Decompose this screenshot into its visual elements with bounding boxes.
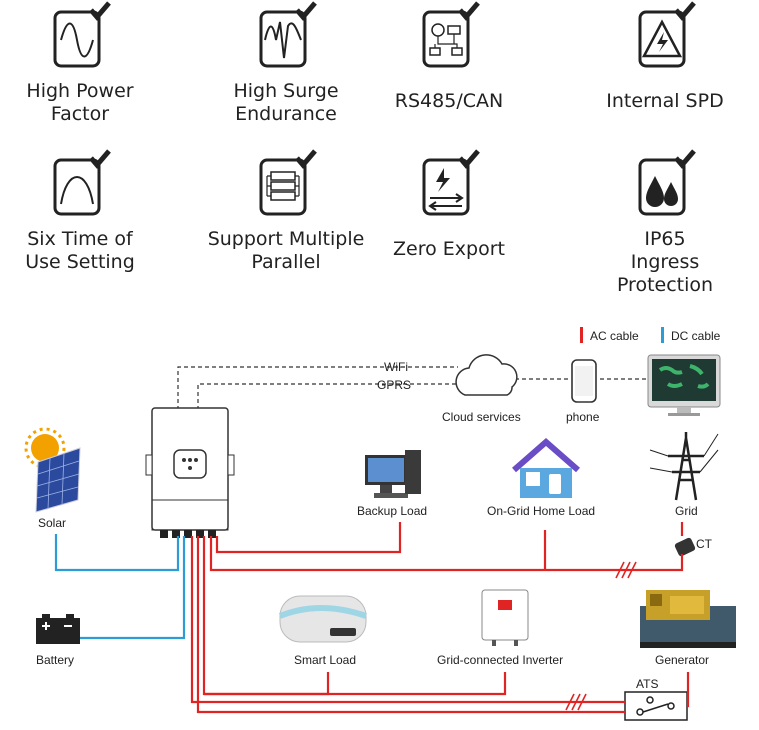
- feature-label: Internal SPD: [606, 90, 724, 112]
- backup-load-label: Backup Load: [357, 504, 427, 518]
- feature-label: High Surge: [233, 80, 339, 102]
- generator-label: Generator: [655, 653, 709, 667]
- backup-load-ac-cable: [215, 522, 402, 554]
- solar-label: Solar: [38, 516, 66, 530]
- dc-cable-swatch: [661, 327, 664, 343]
- grid-inverter-label: Grid-connected Inverter: [437, 653, 563, 667]
- feature-label: Zero Export: [393, 238, 505, 260]
- feature-label: Parallel: [251, 251, 321, 273]
- comm-lines: [177, 366, 650, 410]
- surge-wave-icon: [259, 1, 317, 68]
- curve-icon: [53, 149, 111, 216]
- backup-load-icon: [365, 450, 421, 498]
- ats-ac-cable: [196, 536, 625, 714]
- ct-label: CT: [696, 537, 713, 551]
- ct-sensor-icon: [674, 537, 696, 557]
- feature-label: RS485/CAN: [394, 90, 504, 112]
- ats-label: ATS: [636, 677, 658, 691]
- feature-internal-spd: Internal SPD: [585, 0, 745, 113]
- solar-panel-icon: [24, 427, 81, 513]
- battery-dc-cable: [80, 536, 186, 640]
- phone-icon: [571, 359, 597, 403]
- hybrid-inverter: [145, 407, 235, 538]
- grid-label: Grid: [675, 504, 698, 518]
- grid-inverter-icon: [481, 589, 529, 646]
- ac-cable-swatch: [580, 327, 583, 343]
- feature-label: High Power: [26, 80, 134, 102]
- wifi-label: WiFi: [384, 360, 408, 374]
- feature-high-surge: High Surge Endurance: [206, 0, 366, 126]
- feature-label: IP65: [644, 228, 686, 250]
- water-drops-icon: [638, 149, 696, 216]
- grid-inverter-ac-cable: [204, 672, 507, 696]
- cable-break-marks: [565, 561, 637, 711]
- lightning-triangle-icon: [638, 1, 696, 68]
- phone-label: phone: [566, 410, 600, 424]
- feature-six-time-of-use: Six Time of Use Setting: [0, 148, 160, 274]
- wifi-line: [177, 366, 458, 410]
- grid-tower-icon: [649, 432, 719, 501]
- feature-rs485-can: RS485/CAN: [369, 0, 529, 113]
- feature-label: Ingress Protection: [616, 251, 714, 296]
- parallel-stack-icon: [259, 149, 317, 216]
- monitor-icon: [647, 354, 721, 416]
- feature-zero-export: Zero Export: [369, 148, 529, 261]
- gprs-label: GPRS: [377, 378, 411, 392]
- feature-ip65: IP65 Ingress Protection: [585, 148, 745, 297]
- dc-cables: [54, 534, 186, 640]
- cloud-label: Cloud services: [442, 410, 521, 424]
- legend-ac-label: AC cable: [590, 329, 639, 343]
- legend-dc-label: DC cable: [671, 329, 721, 343]
- feature-label: Use Setting: [25, 251, 135, 273]
- battery-label: Battery: [36, 653, 74, 667]
- home-load-label: On-Grid Home Load: [487, 504, 595, 518]
- smart-load-label: Smart Load: [294, 653, 356, 667]
- network-icon: [422, 1, 480, 68]
- feature-multiple-parallel: Support Multiple Parallel: [206, 148, 366, 274]
- feature-high-power-factor: High Power Factor: [0, 0, 160, 126]
- cloud-icon: [455, 354, 518, 396]
- smart-load-icon: [278, 595, 367, 643]
- gen-port-ac-cable: [190, 536, 625, 704]
- ac-cables: [190, 522, 690, 714]
- generator-ac-cable: [686, 672, 690, 708]
- system-diagram: AC cable DC cable WiFi GPRS Cloud servic…: [24, 327, 736, 721]
- solar-dc-cable: [54, 534, 180, 572]
- home-load-icon: [512, 438, 580, 498]
- feature-label: Support Multiple: [207, 228, 365, 250]
- inverter-display: [173, 449, 207, 479]
- battery-icon: [36, 614, 80, 644]
- gprs-line: [197, 383, 458, 410]
- legend: AC cable DC cable: [580, 327, 721, 343]
- zero-export-icon: [422, 149, 480, 216]
- feature-label: Factor: [50, 103, 110, 125]
- grid-ac-cable: [209, 536, 684, 572]
- generator-icon: [640, 590, 736, 648]
- feature-label: Six Time of: [27, 228, 133, 250]
- feature-label: Endurance: [235, 103, 337, 125]
- ats-switch: [624, 691, 688, 721]
- sine-wave-icon: [53, 1, 111, 68]
